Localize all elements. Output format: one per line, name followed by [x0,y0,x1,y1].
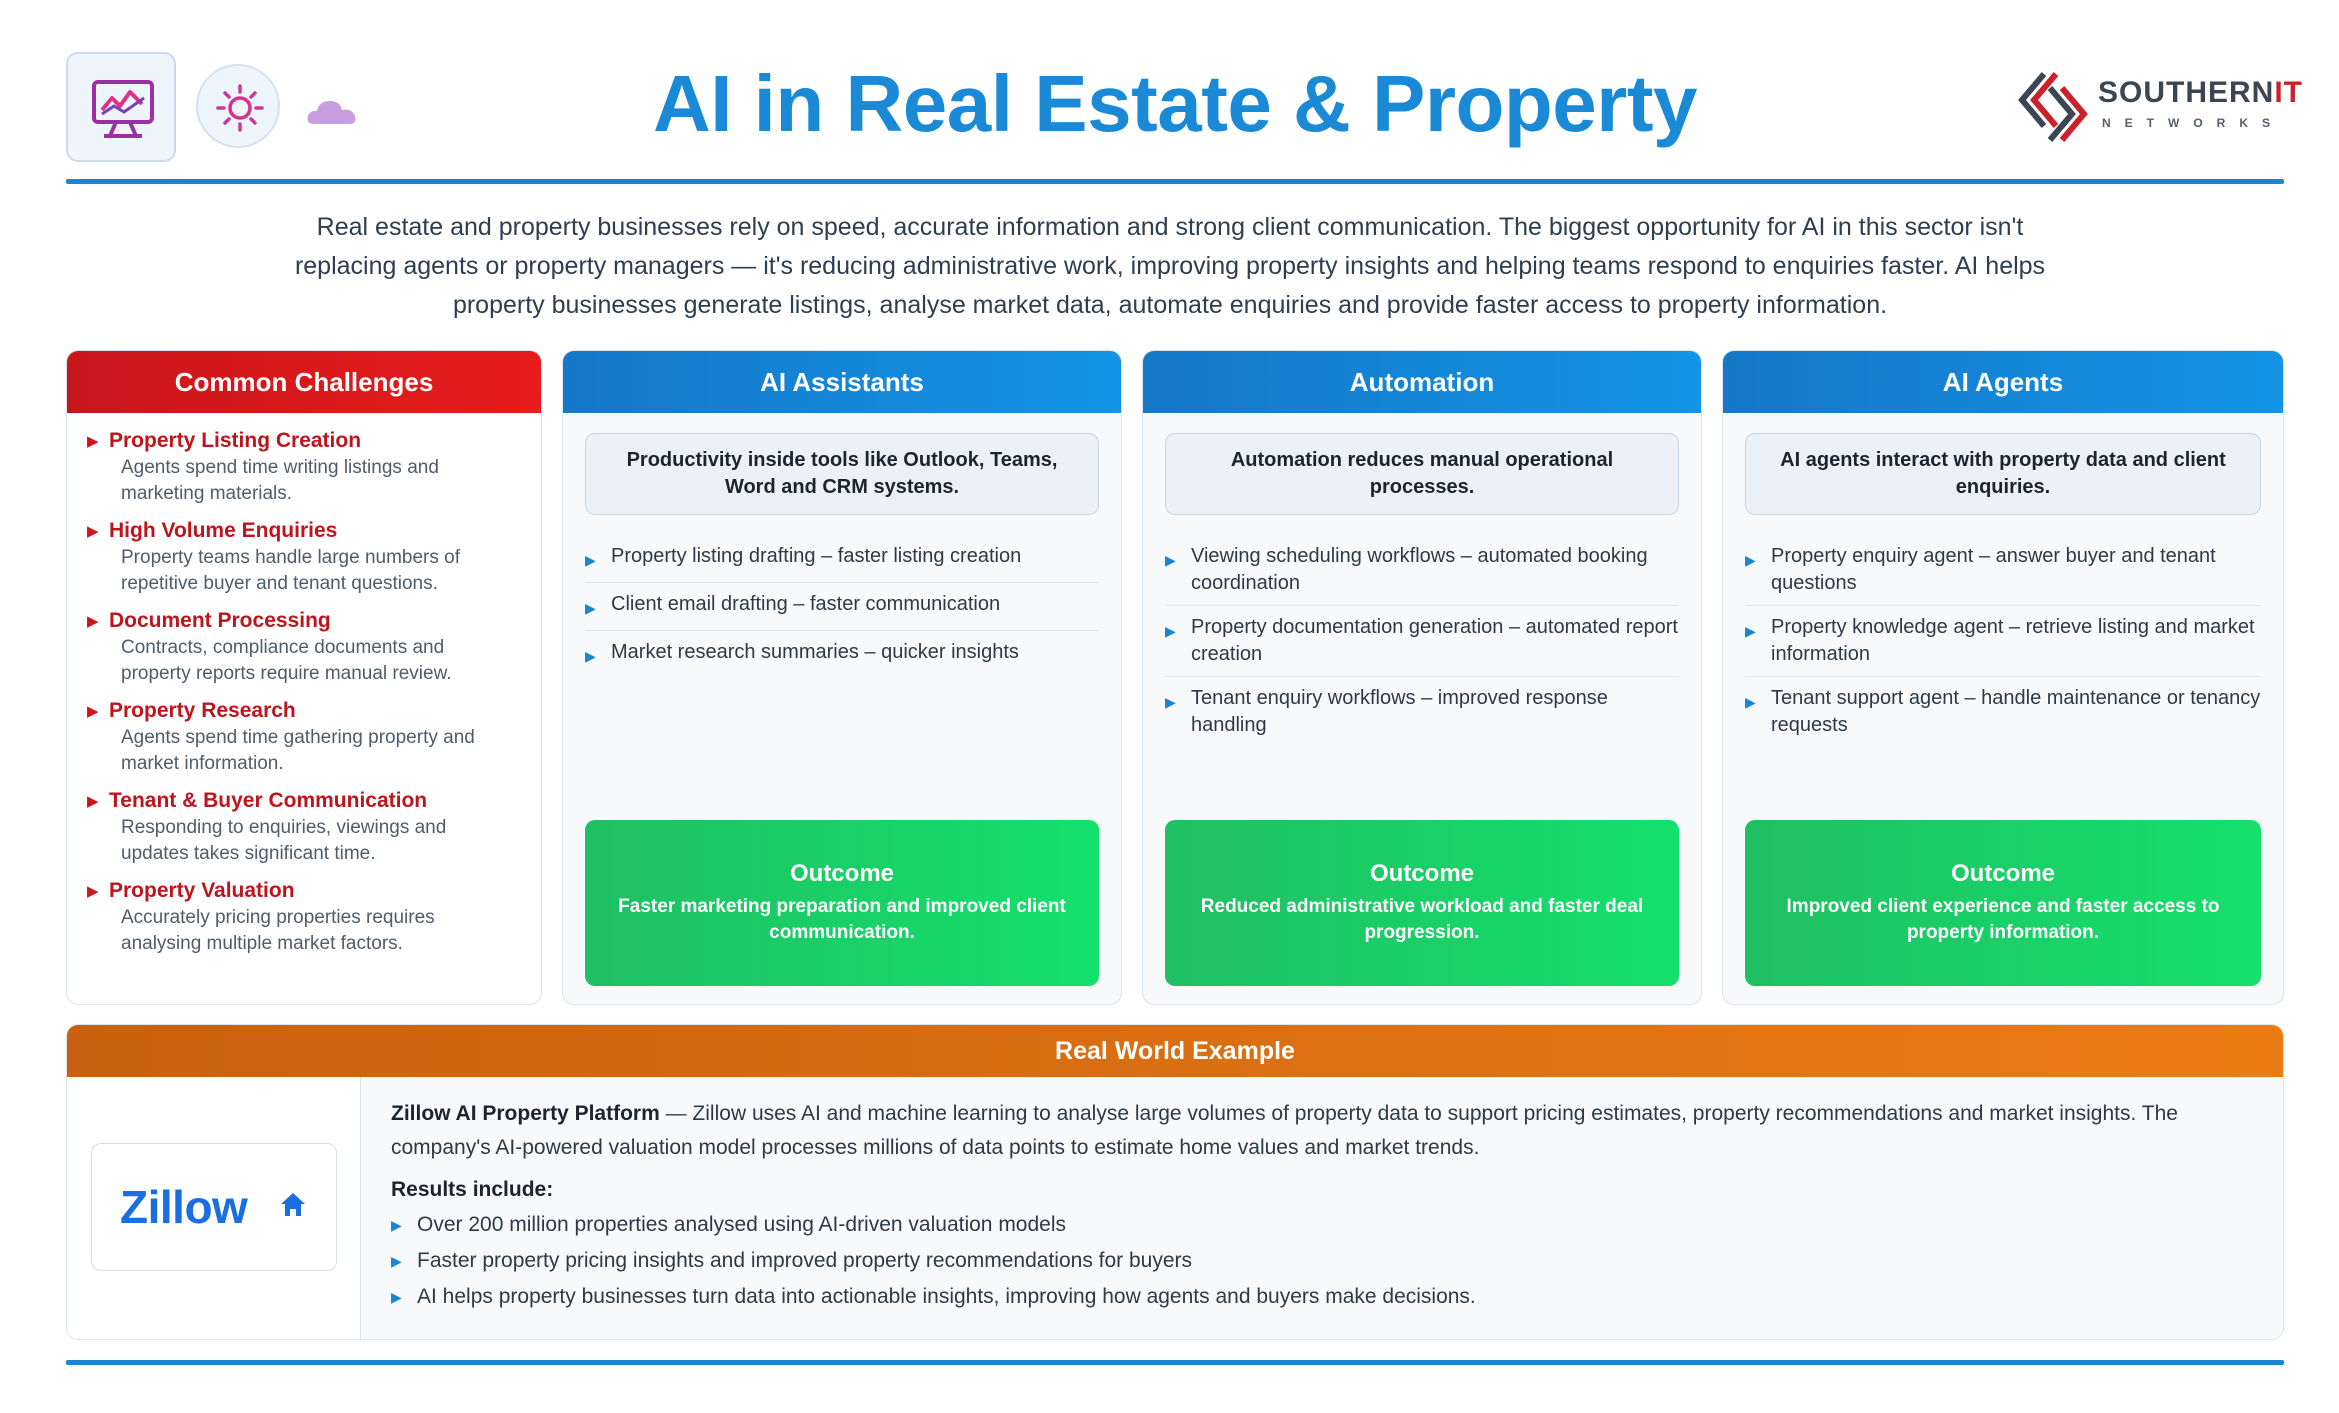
list-item: ▶Property documentation generation – aut… [1165,606,1679,677]
outcome-text: Faster marketing preparation and improve… [618,896,1066,943]
challenge-description: Agents spend time writing listings and m… [121,457,439,504]
company-logo: SOUTHERNIT NETWORKS [2014,66,2302,146]
logo-wordmark: SOUTHERNIT [2098,76,2304,109]
real-world-example-panel: Real World Example Zillow Zillow AI Prop… [66,1024,2284,1340]
results-list: ▶Over 200 million properties analysed us… [391,1207,2253,1315]
challenge-description: Agents spend time gathering property and… [121,727,475,774]
brand-section: Zillow [67,1077,361,1339]
column-summary: AI agents interact with property data an… [1745,433,2261,515]
example-description: Zillow AI Property Platform — Zillow use… [391,1102,2178,1159]
challenge-description: Accurately pricing properties requires a… [121,907,435,954]
triangle-bullet-icon: ▶ [1165,552,1176,568]
triangle-bullet-icon: ▶ [391,1216,402,1233]
challenge-title: ▶Property Valuation [87,879,295,902]
challenges-panel: Common Challenges ▶Property Listing Crea… [66,350,542,1005]
triangle-bullet-icon: ▶ [1165,694,1176,710]
list-item: ▶Property knowledge agent – retrieve lis… [1745,606,2261,677]
page-title: AI in Real Estate & Property [652,59,1698,148]
challenge-title: ▶Property Research [87,699,296,722]
zillow-logo: Zillow [91,1143,337,1271]
result-item: ▶Faster property pricing insights and im… [391,1249,1193,1272]
outcome-text: Reduced administrative workload and fast… [1200,896,1644,943]
column-bullet-list: ▶Property listing drafting – faster list… [585,535,1099,678]
challenge-title: ▶Tenant & Buyer Communication [87,789,428,812]
list-item: ▶Viewing scheduling workflows – automate… [1165,535,1679,606]
column-summary: Productivity inside tools like Outlook, … [585,433,1099,515]
column-summary: Automation reduces manual operational pr… [1165,433,1679,515]
challenge-title: ▶Property Listing Creation [87,429,362,452]
column-bullet-list: ▶Property enquiry agent – answer buyer a… [1745,535,2261,747]
logo-mark-icon [2018,72,2088,142]
triangle-bullet-icon: ▶ [1165,623,1176,639]
triangle-bullet-icon: ▶ [391,1252,402,1269]
ai-agents-panel: AI Agents AI agents interact with propert… [1722,350,2284,1005]
triangle-bullet-icon: ▶ [87,703,99,720]
outcome-label: Outcome [1369,860,1474,887]
triangle-bullet-icon: ▶ [585,600,596,616]
column-title: AI Assistants [563,351,1121,413]
outcome-label: Outcome [789,860,894,887]
triangle-bullet-icon: ▶ [87,793,99,810]
list-item: ▶Market research summaries – quicker ins… [585,631,1099,678]
triangle-bullet-icon: ▶ [87,613,99,630]
logo-subtitle: NETWORKS [2102,116,2284,130]
real-world-title: Real World Example [67,1025,2283,1077]
challenge-description: Property teams handle large numbers of r… [121,547,461,594]
list-item: ▶Property enquiry agent – answer buyer a… [1745,535,2261,606]
results-heading: Results include: [391,1178,554,1201]
list-item: ▶Tenant enquiry workflows – improved res… [1165,687,1608,736]
analytics-monitor-icon [66,52,176,162]
house-icon [281,1193,305,1216]
triangle-bullet-icon: ▶ [1745,623,1756,639]
column-title: AI Agents [1723,351,2283,413]
result-item: ▶AI helps property businesses turn data … [391,1285,1476,1308]
challenge-title: ▶Document Processing [87,609,331,632]
bottom-divider [66,1360,2284,1365]
triangle-bullet-icon: ▶ [87,433,99,450]
outcome-text: Improved client experience and faster ac… [1786,896,2220,943]
intro-paragraph: Real estate and property businesses rely… [294,213,2046,319]
list-item: ▶Tenant support agent – handle maintenan… [1745,687,2261,736]
header: AI in Real Estate & Property SOUTHERNIT … [66,50,2302,170]
triangle-bullet-icon: ▶ [391,1288,402,1305]
triangle-bullet-icon: ▶ [87,883,99,900]
list-item: ▶Client email drafting – faster communic… [585,583,1099,631]
list-item: ▶Property listing drafting – faster list… [585,535,1099,583]
challenges-title: Common Challenges [67,351,541,413]
challenge-description: Contracts, compliance documents and prop… [121,637,452,684]
zillow-wordmark: Zillow [120,1181,248,1233]
triangle-bullet-icon: ▶ [87,523,99,540]
cloud-icon [304,90,360,134]
example-details: Zillow AI Property Platform — Zillow use… [361,1077,2283,1339]
column-title: Automation [1143,351,1701,413]
top-divider [66,179,2284,184]
result-item: ▶Over 200 million properties analysed us… [391,1213,1067,1236]
triangle-bullet-icon: ▶ [585,552,596,568]
sun-settings-icon [196,64,280,148]
column-bullet-list: ▶Viewing scheduling workflows – automate… [1165,535,1679,747]
challenge-title: ▶High Volume Enquiries [87,519,338,542]
outcome-label: Outcome [1950,860,2055,887]
challenge-description: Responding to enquiries, viewings and up… [121,817,447,864]
triangle-bullet-icon: ▶ [585,648,596,664]
triangle-bullet-icon: ▶ [1745,694,1756,710]
triangle-bullet-icon: ▶ [1745,552,1756,568]
